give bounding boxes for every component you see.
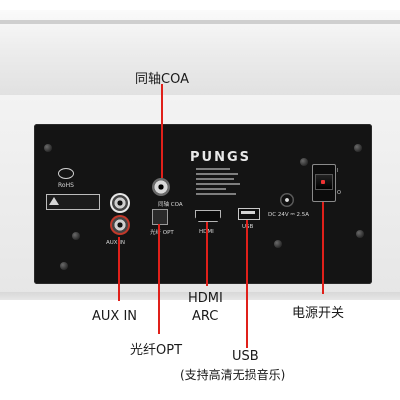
- opt-port-label: 光纤 OPT: [150, 230, 174, 236]
- switch-on-mark: I: [337, 168, 339, 174]
- dc-power-jack: [280, 193, 294, 207]
- aux-in-callout: AUX IN: [92, 309, 138, 324]
- ccc-mark-icon: [58, 168, 74, 179]
- spec-text-line: [196, 188, 226, 190]
- spec-text-line: [196, 178, 234, 180]
- aux-in-right-jack: [112, 217, 128, 233]
- hdmi-port: [195, 210, 221, 222]
- power-indicator-icon: [321, 180, 325, 184]
- power-switch-callout: 电源开关: [292, 306, 345, 321]
- hdmi-leader-line: [206, 222, 208, 286]
- optical-port: [152, 209, 168, 225]
- switch-off-mark: O: [337, 190, 341, 196]
- spec-text-line: [196, 183, 240, 185]
- usb-port-tongue: [241, 211, 255, 214]
- brand-logo: PUNGS: [190, 150, 251, 165]
- coaxial-jack: [152, 178, 170, 196]
- warning-triangle-icon: [49, 197, 59, 205]
- background: [0, 300, 400, 400]
- aux-in-port-label: AUX IN: [106, 240, 126, 246]
- aux-in-left-jack: [112, 195, 128, 211]
- opt-leader-line: [158, 224, 160, 334]
- power-leader-line: [322, 202, 324, 294]
- dc-port-label: DC 24V ⎓ 2.5A: [268, 212, 309, 218]
- hdmi-callout: HDMI: [188, 291, 223, 306]
- screw: [60, 262, 68, 270]
- soundbar-top-edge: [0, 20, 400, 24]
- warning-label: [46, 194, 100, 210]
- arc-callout: ARC: [192, 309, 219, 324]
- screw: [72, 232, 80, 240]
- aux-leader-line: [118, 237, 120, 301]
- coa-callout: 同轴COA: [135, 72, 189, 87]
- usb-callout: USB: [232, 349, 259, 364]
- usb-leader-line: [246, 220, 248, 348]
- coa-port-label: 同轴 COA: [158, 202, 183, 208]
- coa-leader-line: [161, 84, 163, 178]
- screw: [354, 144, 362, 152]
- spec-text-line: [196, 168, 230, 170]
- spec-text-line: [196, 173, 238, 175]
- usb-note-callout: (支持高清无损音乐): [180, 368, 286, 382]
- usb-port: [238, 208, 260, 220]
- screw: [356, 230, 364, 238]
- screw: [44, 144, 52, 152]
- screw: [274, 240, 282, 248]
- screw: [300, 158, 308, 166]
- spec-text-line: [196, 193, 236, 195]
- opt-callout: 光纤OPT: [130, 343, 183, 358]
- rohs-label: RoHS: [58, 182, 74, 189]
